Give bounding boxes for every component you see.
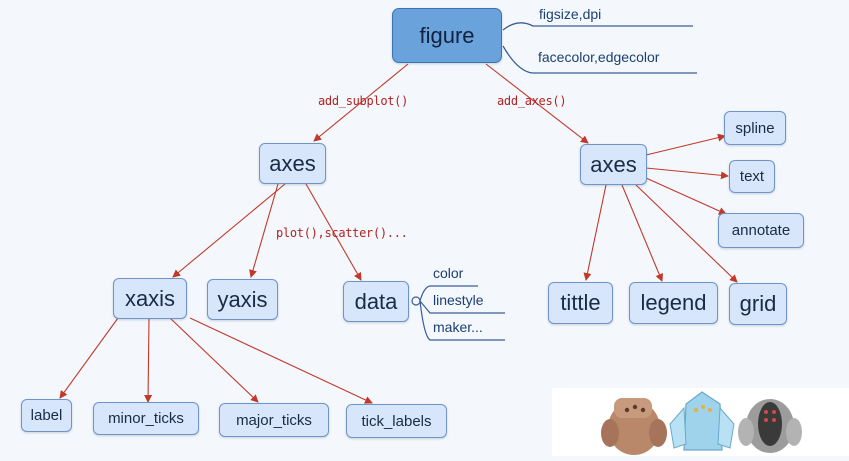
axes-node-right[interactable]: axes <box>580 144 647 185</box>
data-prop-connectors <box>411 285 505 341</box>
label-node[interactable]: label <box>21 399 72 432</box>
data-node[interactable]: data <box>343 281 409 322</box>
regi-trio-image <box>552 388 849 456</box>
figure-prop-facecolor: facecolor,edgecolor <box>538 49 660 65</box>
text-node[interactable]: text <box>729 160 775 193</box>
grid-node[interactable]: grid <box>729 283 787 325</box>
figure-prop-figsize: figsize,dpi <box>539 6 602 22</box>
spline-node[interactable]: spline <box>724 111 786 145</box>
xaxis-node[interactable]: xaxis <box>113 278 187 319</box>
regirock-figure <box>601 398 667 455</box>
registeel-figure <box>738 399 802 453</box>
legend-node[interactable]: legend <box>629 282 718 324</box>
edge-label-add-subplot: add_subplot() <box>318 94 409 108</box>
annotate-node[interactable]: annotate <box>718 213 804 248</box>
tittle-node[interactable]: tittle <box>548 282 613 324</box>
major-ticks-node[interactable]: major_ticks <box>219 403 329 437</box>
edge-label-plot-scatter: plot(),scatter()... <box>276 226 408 240</box>
tick-labels-node[interactable]: tick_labels <box>346 404 447 438</box>
data-prop-maker: maker... <box>433 319 483 335</box>
red-edges <box>59 63 738 404</box>
minor-ticks-node[interactable]: minor_ticks <box>93 402 199 435</box>
root-prop-connectors <box>502 22 697 74</box>
regice-figure <box>669 391 735 451</box>
edge-label-add-axes: add_axes() <box>497 94 567 108</box>
data-prop-linestyle: linestyle <box>433 292 484 308</box>
data-prop-color: color <box>433 265 464 281</box>
figure-node[interactable]: figure <box>392 8 502 63</box>
axes-node-left[interactable]: axes <box>259 143 326 184</box>
yaxis-node[interactable]: yaxis <box>207 279 278 320</box>
